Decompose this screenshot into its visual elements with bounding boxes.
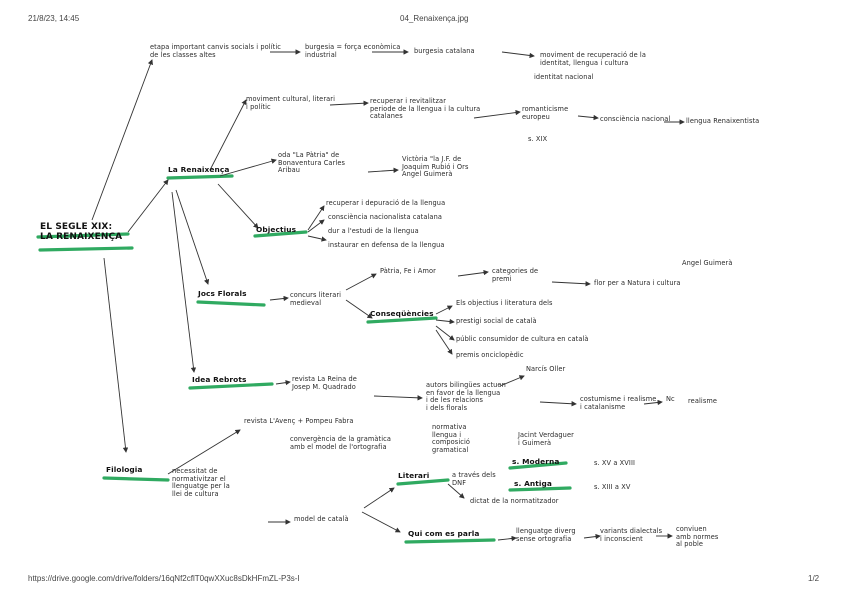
note-mod-b: s. XV a XVIII: [594, 459, 636, 467]
note-cons-3: públic consumidor de cultura en català: [456, 335, 589, 343]
node-literari: Literari: [398, 471, 430, 480]
note-ren-g: s. XIX: [528, 135, 548, 143]
node-idea-rebrots: Idea Rebrots: [192, 375, 247, 384]
note-fil-a: necessitat de normativitzar el llenguatg…: [172, 467, 230, 498]
note-cons-1: Els objectius i literatura dels: [456, 299, 553, 307]
note-idea-d: costumisme i realisme i catalanisme: [580, 395, 657, 411]
note-idea-c: Narcís Oller: [526, 365, 566, 373]
note-jf-a: concurs literari medieval: [290, 291, 342, 307]
node-objectius: Objectius: [256, 225, 297, 234]
note-idea-f: realisme: [688, 397, 718, 405]
note-ant-b: s. XIII a XV: [594, 483, 631, 491]
note-ren-c: identitat nacional: [534, 73, 594, 81]
note-obj-2: consciència nacionalista catalana: [328, 213, 442, 221]
note-ren-a: moviment cultural, literari i polític: [246, 95, 336, 111]
note-idea-e: Nc: [666, 395, 675, 403]
note-qui-a: llenguatge diverg sense ortografia: [516, 527, 576, 543]
note-jf-e: Angel Guimerà: [682, 259, 733, 267]
note-ren-b: recuperar i revitalitzar periode de la l…: [370, 97, 481, 121]
note-fil-d: normativa llengua i composició gramatica…: [432, 423, 471, 454]
note-qui-b: variants dialectals i inconscient: [600, 527, 663, 543]
note-ren-f: llengua Renaixentista: [686, 117, 760, 125]
main-topic: EL SEGLE XIX: LA RENAIXENÇA: [40, 222, 123, 243]
note-moviment: moviment de recuperació de la identitat,…: [540, 51, 646, 67]
note-fil-b: revista L'Avenç + Pompeu Fabra: [244, 417, 354, 425]
note-oda-b: Victòria "la J.F. de Joaquim Rubió i Ors…: [402, 155, 469, 179]
note-lit-a: a través dels DNF: [452, 471, 496, 487]
note-cons-2: prestigi social de català: [456, 317, 537, 325]
note-fil-c: convergència de la gramàtica amb el mode…: [290, 435, 391, 451]
note-qui-c: conviuen amb normes al poble: [676, 525, 719, 549]
note-jf-d: flor per a Natura i cultura: [594, 279, 681, 287]
node-moderna: s. Moderna: [512, 457, 560, 466]
note-oda-a: oda "La Pàtria" de Bonaventura Carles Ar…: [278, 151, 346, 175]
node-qui-com-es-parla: Qui com es parla: [408, 529, 480, 538]
note-idea-g: Jacint Verdaguer i Guimerà: [518, 431, 574, 447]
footer-page: 1/2: [808, 574, 820, 583]
note-obj-3: dur a l'estudi de la llengua: [328, 227, 419, 235]
note-context: etapa important canvis socials i polític…: [150, 43, 281, 59]
note-ren-e: consciència nacional: [600, 115, 671, 123]
header-filename: 04_Renaixença.jpg: [400, 14, 469, 23]
footer-url: https://drive.google.com/drive/folders/1…: [28, 574, 300, 583]
note-cons-4: premis onciclopèdic: [456, 351, 524, 359]
node-antiga: s. Antiga: [514, 479, 553, 488]
note-ren-d: romanticisme europeu: [522, 105, 569, 121]
node-consequencies: Conseqüències: [370, 309, 434, 318]
node-renaixenca: La Renaixença: [168, 165, 230, 174]
note-fil-e: model de català: [294, 515, 349, 523]
note-jf-c: categories de premi: [492, 267, 539, 283]
node-jocs-florals: Jocs Florals: [198, 289, 247, 298]
note-obj-1: recuperar i depuració de la llengua: [326, 199, 446, 207]
node-filologia: Filologia: [106, 465, 143, 474]
header-datetime: 21/8/23, 14:45: [28, 14, 80, 23]
note-idea-a: revista La Reina de Josep M. Quadrado: [292, 375, 357, 391]
note-burgesia-force: burgesia = força econòmica industrial: [305, 43, 401, 59]
note-lit-b: dictat de la normatitzador: [470, 497, 559, 505]
note-burgesia-catalana: burgesia catalana: [414, 47, 475, 55]
note-jf-b: Pàtria, Fe i Amor: [380, 267, 436, 275]
note-idea-b: autors bilingües actuen en favor de la l…: [426, 381, 506, 412]
note-obj-4: instaurar en defensa de la llengua: [328, 241, 445, 249]
